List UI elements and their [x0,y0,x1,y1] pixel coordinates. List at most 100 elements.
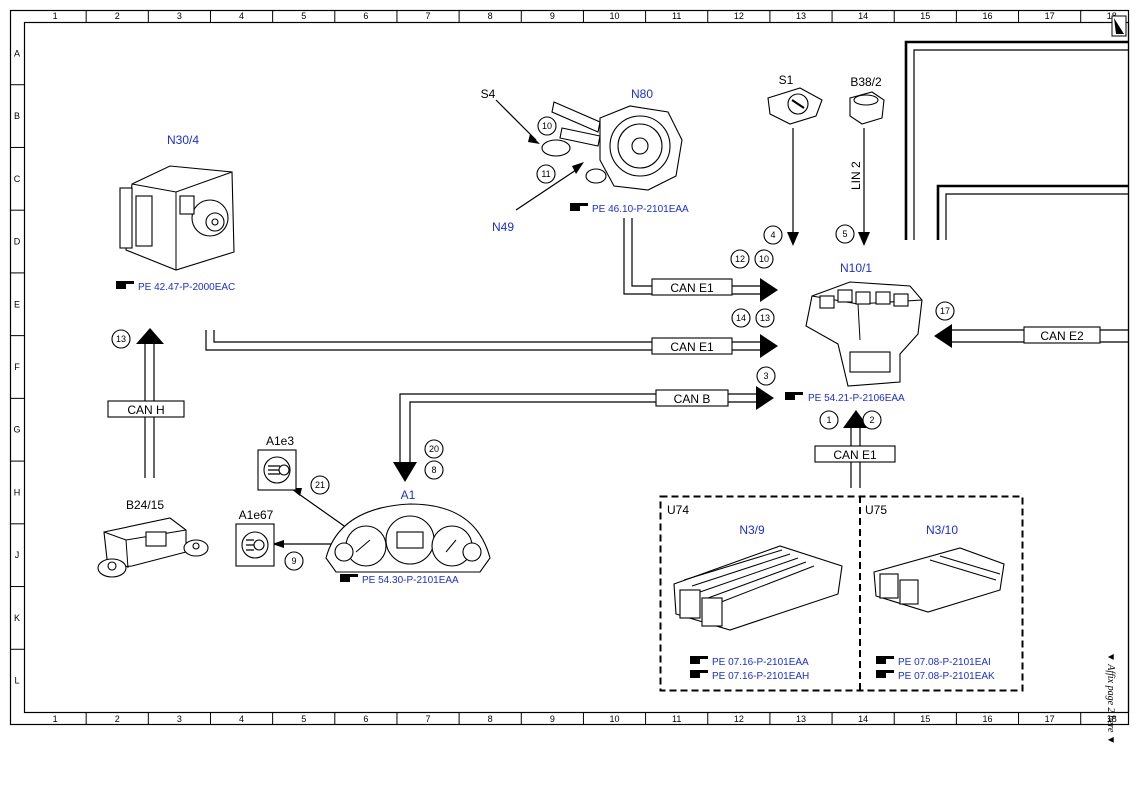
reference-hand-icon [876,656,894,664]
svg-text:13: 13 [760,313,770,323]
s1-code: S1 [779,73,794,87]
reference-hand-icon [116,281,134,289]
grid-row-label: C [14,174,21,184]
s4-code: S4 [481,87,496,101]
grid-column-label: 6 [363,714,368,724]
reference-hand-icon [785,392,803,400]
svg-text:21: 21 [315,480,325,490]
u75-code: U75 [865,503,887,517]
grid-column-label: 10 [610,714,620,724]
marker-1: 1 [819,410,839,430]
marker-8: 8 [424,460,444,480]
reference-hand-icon [690,656,708,664]
grid-column-label: 17 [1045,11,1055,21]
reference-hand-icon [876,670,894,678]
svg-text:PE 46.10-P-2101EAA: PE 46.10-P-2101EAA [592,204,689,215]
n49-code: N49 [492,220,514,234]
svg-text:10: 10 [542,121,552,131]
bus-can-h: CAN H [107,400,185,418]
svg-text:PE 07.08-P-2101EAI: PE 07.08-P-2101EAI [898,657,991,668]
n10-1-control-unit: N10/1 [805,261,923,387]
marker-9: 9 [284,551,304,571]
svg-text:11: 11 [541,169,550,179]
svg-text:PE 42.47-P-2000EAC: PE 42.47-P-2000EAC [138,282,235,293]
svg-text:2: 2 [869,415,874,425]
grid-labels: 1122334455667788991010111112121313141415… [13,11,1116,724]
svg-text:9: 9 [291,556,296,566]
marker-3: 3 [756,366,776,386]
grid-column-label: 10 [610,11,620,21]
grid-column-label: 15 [920,11,930,21]
grid-column-label: 11 [672,11,681,21]
marker-10-s4: 10 [537,116,557,136]
b38-2-code: B38/2 [850,75,882,89]
bus-lin-2: LIN 2 [849,161,863,190]
b24-15-code: B24/15 [126,498,164,512]
svg-text:PE 54.30-P-2101EAA: PE 54.30-P-2101EAA [362,575,459,586]
n3-9-refs: PE 07.16-P-2101EAA PE 07.16-P-2101EAH [690,656,809,682]
ecu-variant-enclosure: U74 U75 [659,495,1024,692]
svg-text:CAN H: CAN H [127,403,164,417]
svg-text:5: 5 [842,229,847,239]
bus-can-e1-top: CAN E1 [651,278,733,296]
n10-1-ref: PE 54.21-P-2106EAA [785,392,905,404]
grid-row-label: K [14,613,20,623]
grid-row-label: L [14,676,19,686]
grid-row-label: D [14,237,21,247]
svg-text:17: 17 [940,306,950,316]
bus-can-e2: CAN E2 [1023,326,1101,344]
a1-instrument-cluster: A1 [325,488,491,573]
bus-can-e1-mid: CAN E1 [651,337,733,355]
grid-column-label: 4 [239,11,244,21]
n80-steering-column-module: N80 [541,87,683,191]
grid-column-label: 7 [426,11,431,21]
grid-row-label: A [14,48,20,58]
grid-column-label: 12 [734,714,744,724]
svg-text:CAN E1: CAN E1 [833,448,877,462]
grid-column-label: 13 [796,714,806,724]
reference-hand-icon [340,574,358,582]
grid-column-label: 15 [920,714,930,724]
grid-row-label: E [14,299,20,309]
b24-15-sensor: B24/15 [97,498,209,578]
n3-9-engine-control-unit: N3/9 [673,523,843,631]
marker-21: 21 [310,475,330,495]
reference-hand-icon [570,203,588,211]
n30-4-ref: PE 42.47-P-2000EAC [116,281,235,293]
svg-text:14: 14 [736,313,746,323]
grid-column-label: 9 [550,714,555,724]
marker-12: 12 [730,249,750,269]
reference-hand-icon [690,670,708,678]
grid-row-label: H [14,487,21,497]
grid-column-label: 3 [177,714,182,724]
marker-circles: 10 11 4 5 12 10 14 13 13 3 17 1 2 20 8 2… [111,116,955,571]
grid-column-label: 12 [734,11,744,21]
svg-text:CAN E2: CAN E2 [1040,329,1084,343]
svg-text:1: 1 [826,415,831,425]
sheet-corner-icon [1111,15,1127,37]
grid-row-label: J [15,550,20,560]
grid-column-label: 16 [982,714,992,724]
n3-10-code: N3/10 [926,523,958,537]
marker-10: 10 [754,249,774,269]
marker-5: 5 [835,224,855,244]
grid-column-label: 2 [115,714,120,724]
grid-column-label: 8 [488,11,493,21]
a1-ref: PE 54.30-P-2101EAA [340,574,459,586]
svg-text:CAN B: CAN B [674,392,711,406]
marker-14: 14 [731,308,751,328]
grid-column-label: 3 [177,11,182,21]
sheet-frame [9,9,1130,726]
grid-column-label: 16 [982,11,992,21]
marker-13-right: 13 [755,308,775,328]
grid-column-label: 1 [53,714,58,724]
marker-17: 17 [935,301,955,321]
grid-column-label: 13 [796,11,806,21]
n3-9-code: N3/9 [739,523,765,537]
marker-11-n49: 11 [536,164,556,184]
marker-4: 4 [763,225,783,245]
grid-column-label: 5 [301,11,306,21]
b38-2-sensor: B38/2 [849,75,885,125]
n30-4-code: N30/4 [167,133,199,147]
affix-page-note: ▼ Affix page 2 here ▼ [1105,652,1116,745]
